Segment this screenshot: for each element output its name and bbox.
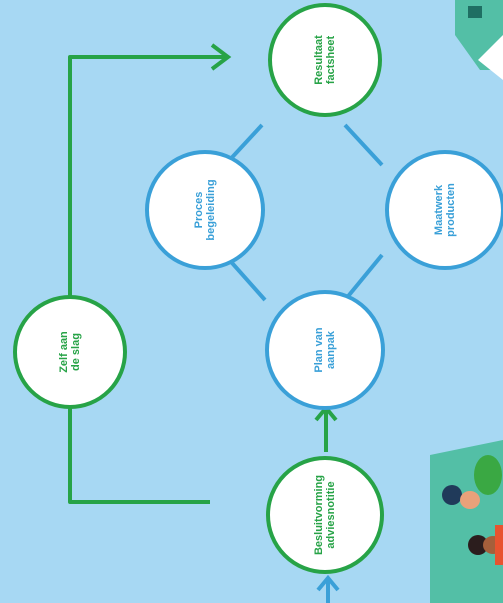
node-maatwerk-circle (385, 150, 503, 270)
node-resultaat-label: Resultaat factsheet (313, 35, 337, 85)
node-plan-line2: aanpak (325, 331, 337, 369)
decor-bottom-right (430, 440, 503, 603)
node-maatwerk-line1: Maatwerk (433, 184, 445, 236)
node-besluit-line2: adviesnotitie (325, 481, 337, 549)
loop-connector (68, 55, 228, 504)
node-zelf-label: Zelf aan de slag (58, 331, 82, 373)
node-maatwerk-label: Maatwerk producten (433, 183, 457, 237)
node-besluit-line1: Besluitvorming (313, 474, 325, 556)
node-besluit-circle (266, 456, 384, 574)
node-maatwerk-line2: producten (445, 183, 457, 237)
node-plan-label: Plan van aanpak (313, 327, 337, 372)
up-arrow-bottom (316, 574, 340, 603)
node-resultaat-line1: Resultaat (313, 35, 325, 85)
node-resultaat-line2: factsheet (325, 35, 337, 85)
decor-top-right (455, 0, 503, 80)
node-zelf-circle (13, 295, 127, 409)
node-plan-circle (265, 290, 385, 410)
node-proces-line2: begeleiding (205, 179, 217, 241)
node-resultaat-circle (268, 3, 382, 117)
loop-arrow-head (210, 43, 232, 71)
node-zelf-line1: Zelf aan (58, 331, 70, 373)
node-zelf-line2: de slag (70, 333, 82, 371)
node-besluit-label: Besluitvorming adviesnotitie (313, 475, 337, 555)
node-plan-line1: Plan van (313, 327, 325, 373)
up-arrow-middle (314, 404, 338, 452)
node-proces-circle (145, 150, 265, 270)
node-proces-label: Proces begeleiding (193, 179, 217, 240)
node-proces-line1: Proces (193, 191, 205, 229)
